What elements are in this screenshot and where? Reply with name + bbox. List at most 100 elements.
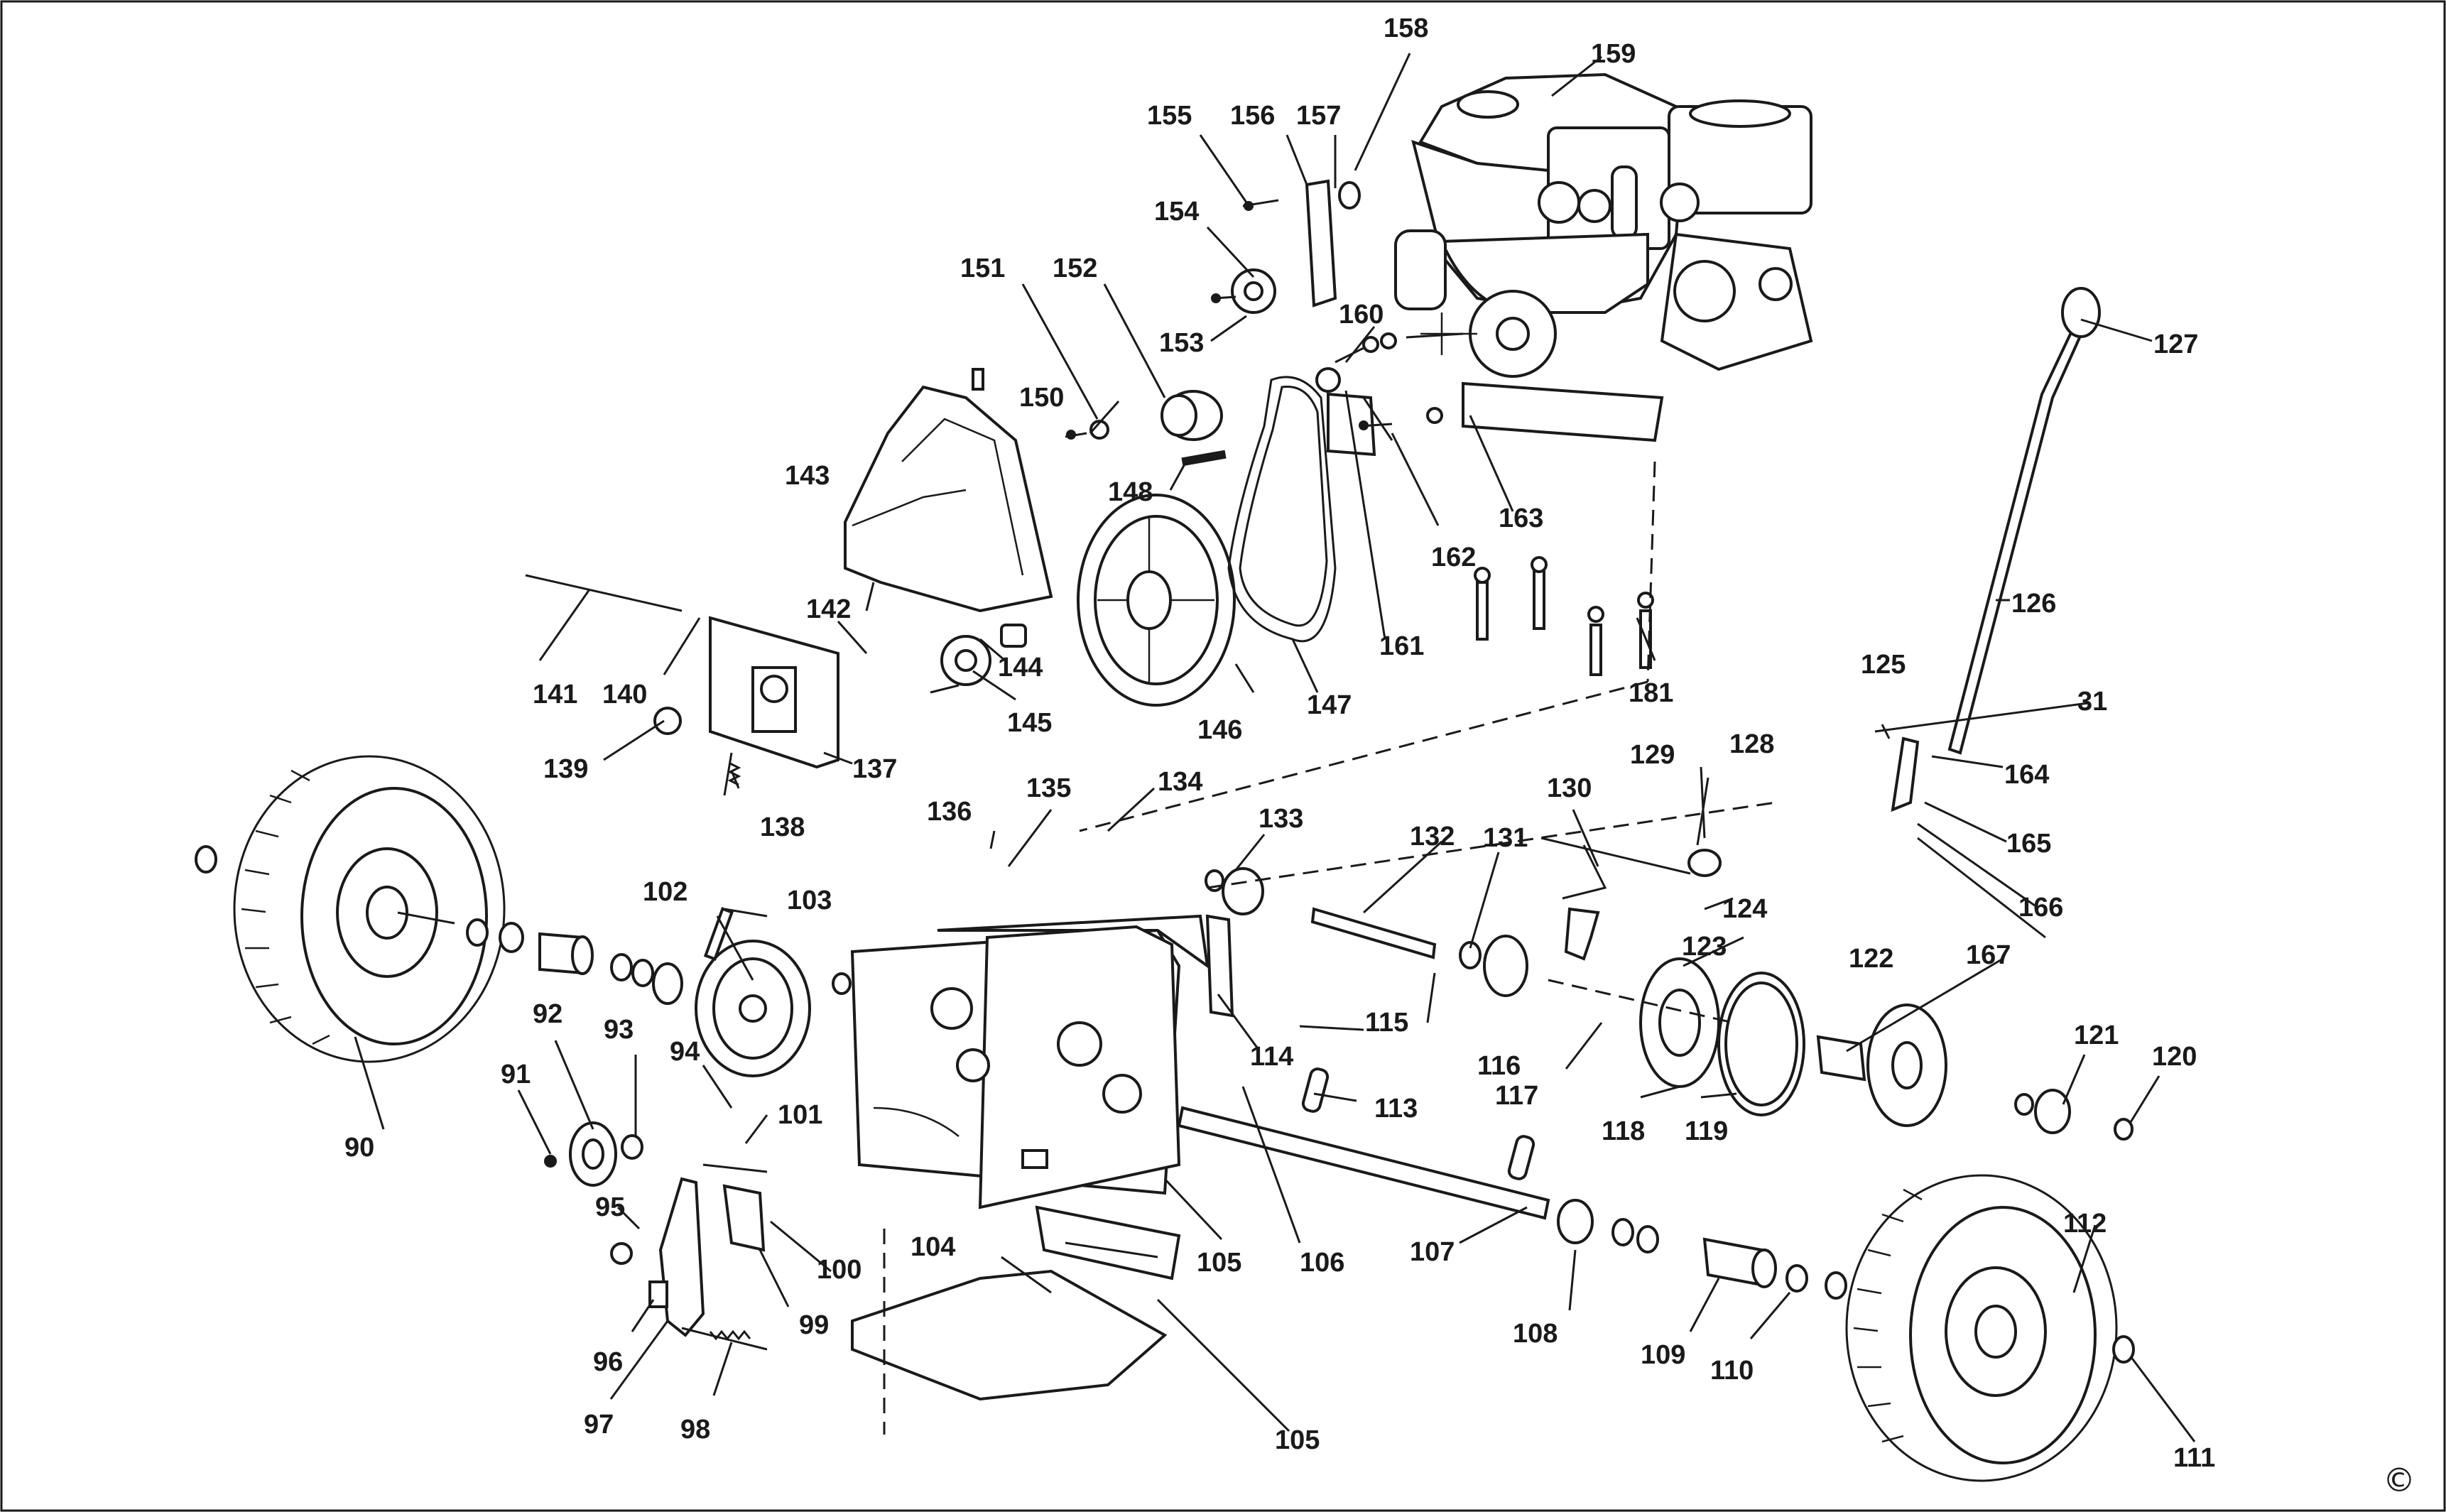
callout-153: 153 [1159,328,1204,358]
callout-125: 125 [1861,650,1906,680]
callout-116: 116 [1477,1051,1521,1081]
drive-shaft-assembly [1205,867,2134,1141]
callout-120: 120 [2152,1042,2197,1072]
callout-181: 181 [1629,678,1673,708]
callout-103: 103 [787,886,832,915]
callout-164: 164 [2004,760,2049,790]
lower-left-linkage [544,1121,768,1351]
callout-110: 110 [1710,1356,1754,1386]
callout-114: 114 [1250,1042,1293,1072]
chassis-housing [850,914,1210,1209]
v-belt [1227,376,1337,643]
shift-lever [1540,287,2101,900]
callout-130: 130 [1547,773,1592,803]
callout-100: 100 [817,1255,861,1285]
callout-157: 157 [1296,101,1341,131]
engine [1394,72,1813,442]
callout-106: 106 [1300,1248,1344,1278]
callout-107: 107 [1410,1237,1455,1267]
left-wheel [195,755,506,1063]
engine-bolts [1474,556,1654,676]
callout-96: 96 [593,1347,623,1377]
callout-139: 139 [543,754,588,784]
callout-113: 113 [1374,1094,1418,1124]
bracket-plate [525,574,839,796]
callout-148: 148 [1108,477,1153,507]
callout-105b: 105 [1275,1425,1320,1455]
callout-158: 158 [1384,13,1428,43]
copyright-mark: © [2383,1461,2415,1499]
callout-104: 104 [911,1232,955,1262]
main-axle [1177,1067,1847,1300]
callout-labels: 158 159 155 156 157 154 151 152 153 160 … [344,13,2215,1473]
callout-165: 165 [2006,829,2051,859]
callout-105a: 105 [1197,1248,1241,1278]
callout-156: 156 [1230,101,1275,131]
callout-101: 101 [778,1100,822,1130]
callout-126: 126 [2011,589,2056,619]
callout-91: 91 [501,1060,531,1089]
callout-108: 108 [1513,1319,1558,1349]
large-pulley [1077,494,1236,707]
callout-97: 97 [584,1410,614,1440]
callout-94: 94 [670,1037,700,1067]
callout-140: 140 [602,680,647,709]
callout-127: 127 [2153,330,2198,359]
callout-90: 90 [344,1133,374,1163]
callout-150: 150 [1019,383,1064,413]
callout-118: 118 [1602,1116,1645,1146]
idler-assembly [1231,179,1393,457]
callout-109: 109 [1641,1340,1685,1370]
left-axle-parts [397,907,852,1077]
belt-cover [844,368,1053,613]
callout-124: 124 [1722,894,1767,924]
callout-112: 112 [2063,1209,2107,1239]
callout-141: 141 [533,680,577,709]
callout-132: 132 [1410,822,1455,852]
skid-plate [851,1205,1181,1401]
callout-111: 111 [2173,1443,2215,1473]
top-bolts [930,199,1443,694]
callout-144: 144 [998,653,1043,682]
callout-161: 161 [1379,631,1424,661]
callout-95: 95 [595,1192,625,1222]
callout-154: 154 [1154,197,1199,227]
callout-167: 167 [1966,940,2011,970]
callout-159: 159 [1591,39,1636,69]
callout-136: 136 [927,797,972,827]
leader-lines [354,53,2196,1442]
small-pulley [1161,390,1227,467]
callout-102: 102 [643,877,687,907]
callout-143: 143 [785,461,830,491]
callout-151: 151 [960,254,1005,283]
callout-128: 128 [1729,729,1774,759]
callout-31: 31 [2077,687,2107,717]
callout-93: 93 [604,1015,634,1045]
callout-163: 163 [1499,504,1543,533]
callout-155: 155 [1147,101,1192,131]
callout-133: 133 [1259,804,1303,834]
callout-135: 135 [1026,773,1071,803]
callout-131: 131 [1483,823,1528,853]
callout-117: 117 [1495,1081,1538,1111]
callout-92: 92 [533,999,562,1029]
callout-119: 119 [1685,1116,1728,1146]
callout-99: 99 [799,1310,829,1340]
callout-129: 129 [1630,740,1675,770]
callout-98: 98 [680,1415,710,1445]
callout-152: 152 [1053,254,1097,283]
callout-123: 123 [1682,932,1727,962]
callout-137: 137 [852,754,897,784]
callout-147: 147 [1307,690,1352,720]
callout-162: 162 [1431,543,1476,572]
callout-145: 145 [1007,708,1052,738]
callout-122: 122 [1849,944,1893,974]
callout-160: 160 [1339,300,1384,330]
callout-142: 142 [806,594,851,624]
callout-166: 166 [2018,893,2063,923]
callout-138: 138 [760,812,805,842]
callout-115: 115 [1365,1008,1408,1038]
callout-121: 121 [2074,1021,2119,1050]
